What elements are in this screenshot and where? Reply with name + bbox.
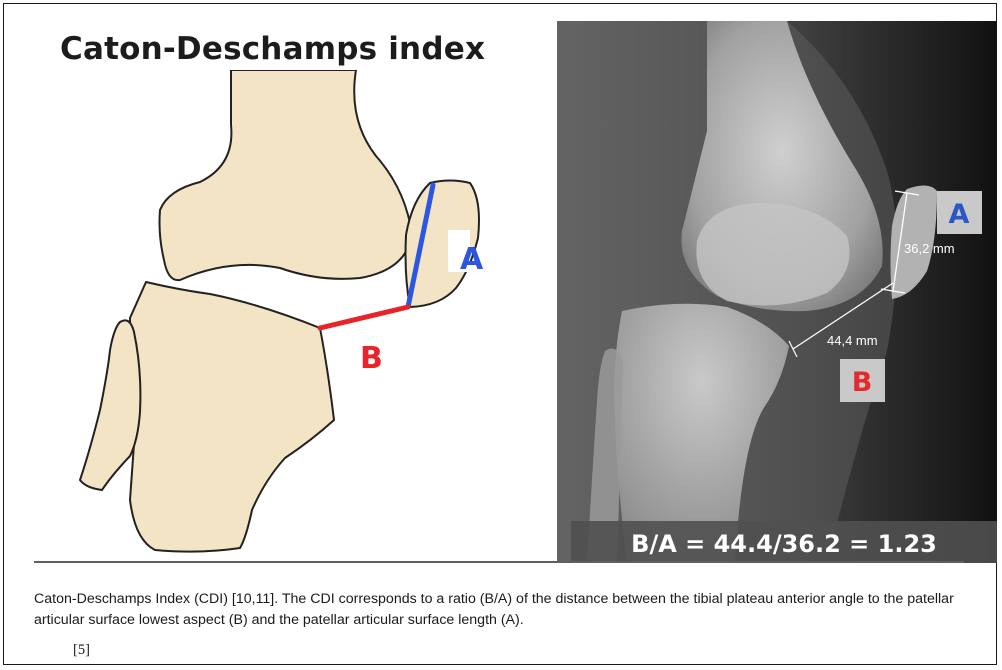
femur-shape (160, 70, 413, 280)
fibula-shape (80, 320, 140, 490)
reference-tag: [5] (73, 642, 90, 659)
xray-box-b-label: B (852, 367, 873, 398)
segment-b-line (320, 307, 408, 328)
tibia-shape (130, 282, 334, 552)
formula-text: B/A = 44.4/36.2 = 1.23 (631, 530, 937, 558)
label-b: B (360, 341, 383, 376)
knee-schematic: A B (50, 70, 500, 560)
figure-title: Caton-Deschamps index (60, 31, 485, 67)
label-a: A (460, 242, 484, 277)
xray-measure-b: 44,4 mm (827, 333, 878, 348)
figure-caption: Caton-Deschamps Index (CDI) [10,11]. The… (34, 589, 969, 631)
knee-xray: 36,2 mm 44,4 mm A B B/A = 44.4/36.2 = 1.… (557, 21, 997, 563)
xray-measure-a: 36,2 mm (904, 241, 955, 256)
xray-box-a-label: A (949, 199, 970, 230)
divider-line (34, 561, 964, 563)
